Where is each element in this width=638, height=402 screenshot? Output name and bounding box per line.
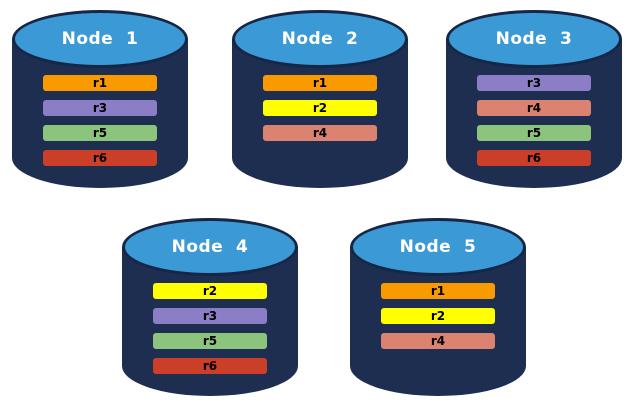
node-title: Node 4 bbox=[171, 237, 249, 257]
replica-bar-r3: r3 bbox=[43, 100, 157, 116]
node-3: Node 3 r3 r4 r5 r6 bbox=[446, 10, 622, 188]
replica-list: r2 r3 r5 r6 bbox=[153, 283, 267, 374]
replica-bar-r5: r5 bbox=[477, 125, 591, 141]
replica-bar-r4: r4 bbox=[381, 333, 495, 349]
node-title: Node 3 bbox=[495, 29, 573, 49]
replica-bar-r6: r6 bbox=[477, 150, 591, 166]
node-4: Node 4 r2 r3 r5 r6 bbox=[122, 218, 298, 396]
cylinder-top: Node 4 bbox=[122, 218, 298, 276]
node-5: Node 5 r1 r2 r4 bbox=[350, 218, 526, 396]
replica-bar-r2: r2 bbox=[153, 283, 267, 299]
node-title: Node 1 bbox=[61, 29, 139, 49]
replica-bar-r5: r5 bbox=[153, 333, 267, 349]
node-2: Node 2 r1 r2 r4 bbox=[232, 10, 408, 188]
replica-bar-r4: r4 bbox=[263, 125, 377, 141]
replica-bar-r6: r6 bbox=[43, 150, 157, 166]
replica-bar-r5: r5 bbox=[43, 125, 157, 141]
replica-list: r1 r3 r5 r6 bbox=[43, 75, 157, 166]
replica-bar-r3: r3 bbox=[477, 75, 591, 91]
node-1: Node 1 r1 r3 r5 r6 bbox=[12, 10, 188, 188]
node-title: Node 2 bbox=[281, 29, 359, 49]
replica-list: r3 r4 r5 r6 bbox=[477, 75, 591, 166]
replica-bar-r2: r2 bbox=[381, 308, 495, 324]
cylinder-top: Node 3 bbox=[446, 10, 622, 68]
replica-bar-r2: r2 bbox=[263, 100, 377, 116]
replica-bar-r6: r6 bbox=[153, 358, 267, 374]
cylinder-top: Node 5 bbox=[350, 218, 526, 276]
replica-bar-r1: r1 bbox=[43, 75, 157, 91]
replica-bar-r1: r1 bbox=[263, 75, 377, 91]
node-title: Node 5 bbox=[399, 237, 477, 257]
replica-list: r1 r2 r4 bbox=[263, 75, 377, 141]
cylinder-top: Node 2 bbox=[232, 10, 408, 68]
replica-bar-r1: r1 bbox=[381, 283, 495, 299]
replica-bar-r3: r3 bbox=[153, 308, 267, 324]
replica-bar-r4: r4 bbox=[477, 100, 591, 116]
replica-list: r1 r2 r4 bbox=[381, 283, 495, 349]
cylinder-top: Node 1 bbox=[12, 10, 188, 68]
